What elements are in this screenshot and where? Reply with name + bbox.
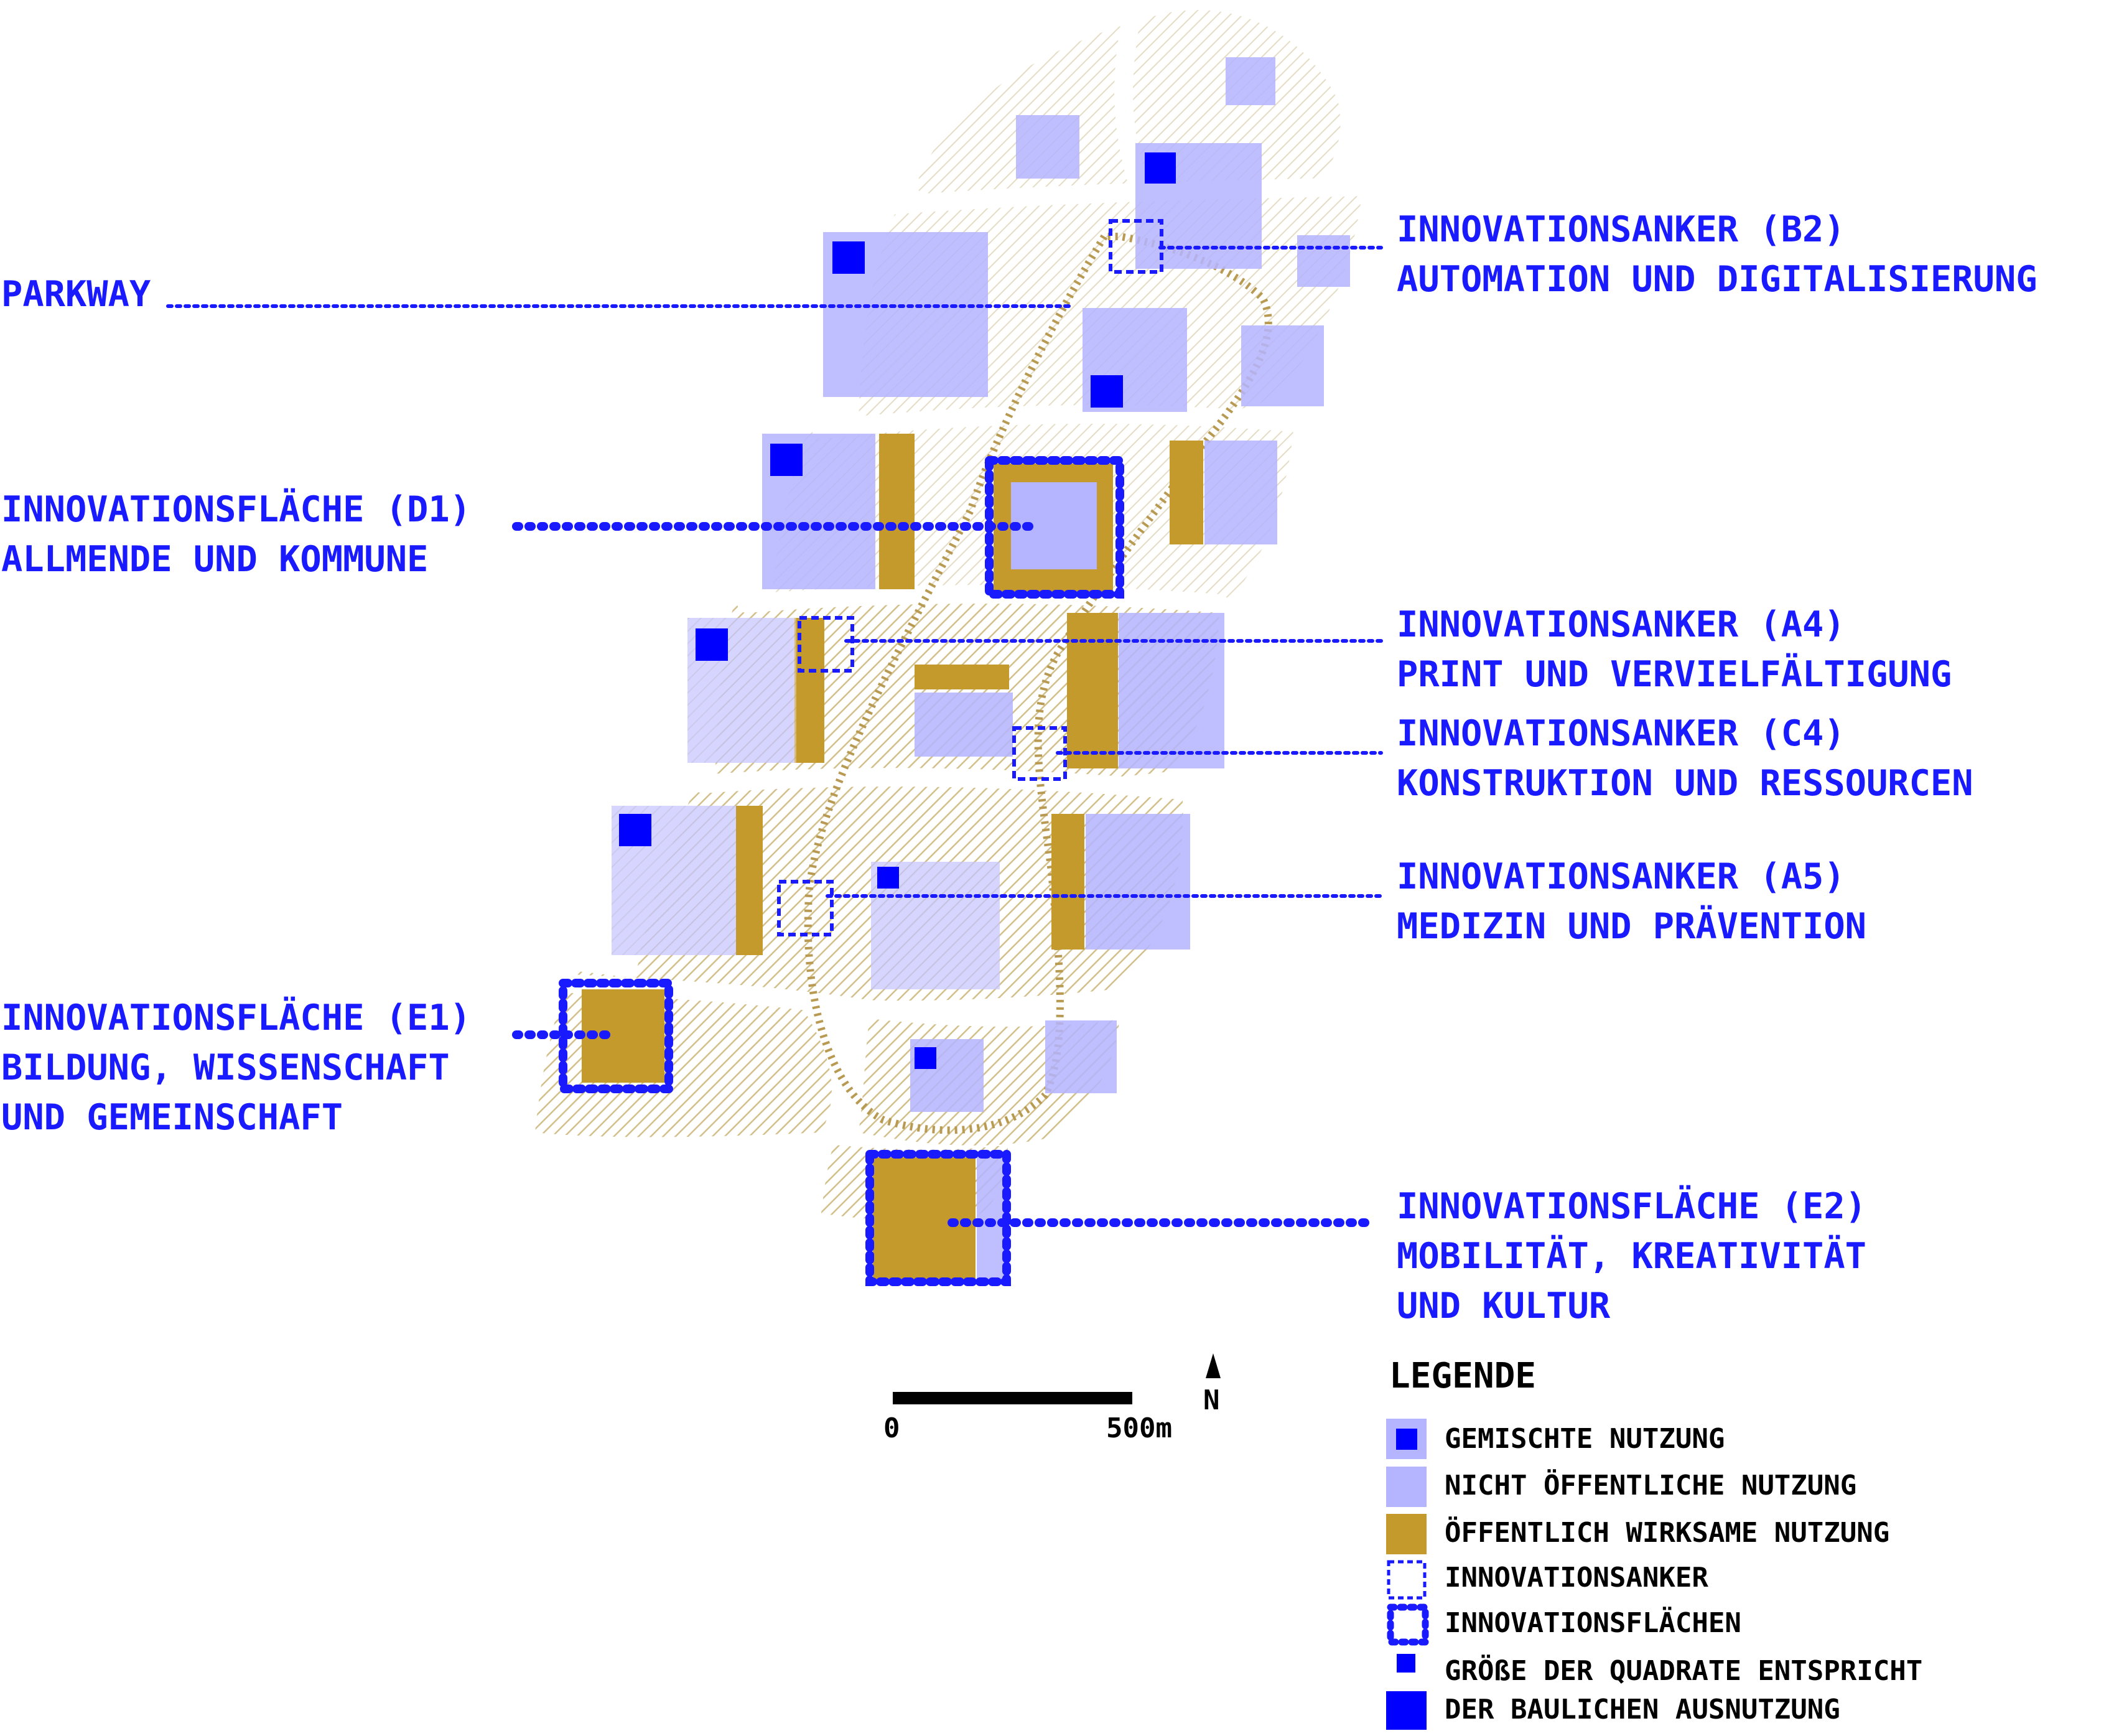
label-e1-subtitle: BILDUNG, WISSENSCHAFT [1, 1047, 450, 1088]
label-d1-subtitle: ALLMENDE UND KOMMUNE [1, 539, 428, 580]
label-a5-subtitle: MEDIZIN UND PRÄVENTION [1397, 905, 1866, 947]
road-middle [812, 405, 1310, 439]
label-e2-title: INNOVATIONSFLÄCHE (E2) [1397, 1185, 1866, 1227]
mixed-square-8 [915, 1047, 936, 1069]
north-label: N [1203, 1384, 1220, 1416]
road-north-spine [1114, 3, 1148, 196]
mixed-use-squares [619, 152, 1176, 1069]
label-a4-subtitle: PRINT UND VERVIELFÄLTIGUNG [1397, 653, 1952, 695]
label-b2-title: INNOVATIONSANKER (B2) [1397, 209, 1845, 250]
block-n1 [1226, 57, 1275, 105]
label-e1-title: INNOVATIONSFLÄCHE (E1) [1, 997, 471, 1038]
ochre-bar-c4-top [915, 665, 1009, 689]
scale-end-label: 500m [1106, 1412, 1172, 1444]
ochre-e2 [873, 1157, 976, 1282]
roads [551, 3, 1378, 1027]
ochre-bar-d1-left [879, 434, 915, 589]
legend-title: LEGENDE [1389, 1356, 1536, 1396]
label-e2-subtitle: MOBILITÄT, KREATIVITÄT [1397, 1235, 1866, 1277]
block-a5-right [1086, 814, 1190, 950]
scale-bar-line [893, 1392, 1132, 1404]
legend-item-building-utilization: DER BAULICHEN AUSNUTZUNG [1445, 1694, 1840, 1725]
legend-item-square-size: GRÖßE DER QUADRATE ENTSPRICHT [1445, 1654, 1922, 1687]
block-n4 [1297, 235, 1350, 287]
anchor-a5-marker [777, 880, 834, 936]
mixed-use-icon [1396, 1429, 1417, 1450]
mixed-square-1 [1145, 152, 1176, 184]
legend-item-public-effective: ÖFFENTLICH WIRKSAME NUTZUNG [1445, 1516, 1889, 1549]
legend-item-innovation-anchor: INNOVATIONSANKER [1445, 1562, 1708, 1594]
north-arrow-icon [1206, 1353, 1221, 1378]
mixed-square-4 [770, 444, 803, 476]
legend-item-innovation-area: INNOVATIONSFLÄCHEN [1445, 1606, 1741, 1639]
block-n7 [1241, 325, 1324, 406]
callout-leaders [166, 246, 1383, 1227]
block-n2 [1016, 115, 1079, 179]
innovation-anchor-icon [1387, 1560, 1427, 1600]
callout-labels: PARKWAY INNOVATIONSANKER (B2) AUTOMATION… [1, 209, 2038, 1327]
mixed-square-7 [877, 867, 899, 889]
label-d1-title: INNOVATIONSFLÄCHE (D1) [1, 488, 471, 530]
road-middle-2 [737, 585, 1229, 613]
label-c4-subtitle: KONSTRUKTION UND RESSOURCEN [1397, 763, 1973, 804]
area-e2-marker [865, 1150, 1011, 1286]
legend-item-mixed-use: GEMISCHTE NUTZUNG [1445, 1423, 1725, 1455]
label-e1-subtitle-2: UND GEMEINSCHAFT [1, 1097, 343, 1138]
ochre-bar-a5-right [1051, 814, 1084, 950]
legend: LEGENDE GEMISCHTE NUTZUNG NICHT ÖFFENTLI… [1386, 1356, 1922, 1730]
block-south-2 [1045, 1020, 1117, 1093]
mixed-square-2 [832, 241, 865, 274]
mixed-square-3 [1091, 375, 1123, 408]
large-square-icon [1386, 1691, 1427, 1730]
mixed-square-5 [696, 628, 728, 661]
non-public-icon [1386, 1467, 1427, 1507]
label-a4-title: INNOVATIONSANKER (A4) [1397, 604, 1845, 645]
label-e2-subtitle-2: UND KULTUR [1397, 1286, 1611, 1327]
label-a5-title: INNOVATIONSANKER (A5) [1397, 856, 1845, 897]
ochre-bar-a5-left [736, 806, 763, 955]
road-south [694, 768, 1191, 800]
label-parkway: PARKWAY [1, 274, 151, 315]
block-c4-right [1119, 613, 1224, 768]
scale-bar: 0 500m [883, 1392, 1172, 1444]
small-square-icon [1397, 1654, 1415, 1673]
ochre-bar-c4-right [1067, 613, 1118, 768]
label-b2-subtitle: AUTOMATION UND DIGITALISIERUNG [1397, 259, 2038, 300]
innovation-area-icon [1387, 1603, 1429, 1646]
scale-start-label: 0 [883, 1412, 900, 1444]
anchor-a4-marker [798, 616, 854, 673]
public-effective-icon [1386, 1514, 1427, 1554]
ochre-bar-a4 [794, 618, 824, 763]
block-c4-mid [915, 693, 1013, 757]
north-arrow: N [1203, 1353, 1221, 1416]
mixed-square-6 [619, 814, 651, 846]
block-d1-right [1204, 441, 1277, 544]
ochre-bar-d1-right [1170, 441, 1203, 544]
label-c4-title: INNOVATIONSANKER (C4) [1397, 713, 1845, 754]
legend-item-non-public: NICHT ÖFFENTLICHE NUTZUNG [1445, 1468, 1856, 1501]
